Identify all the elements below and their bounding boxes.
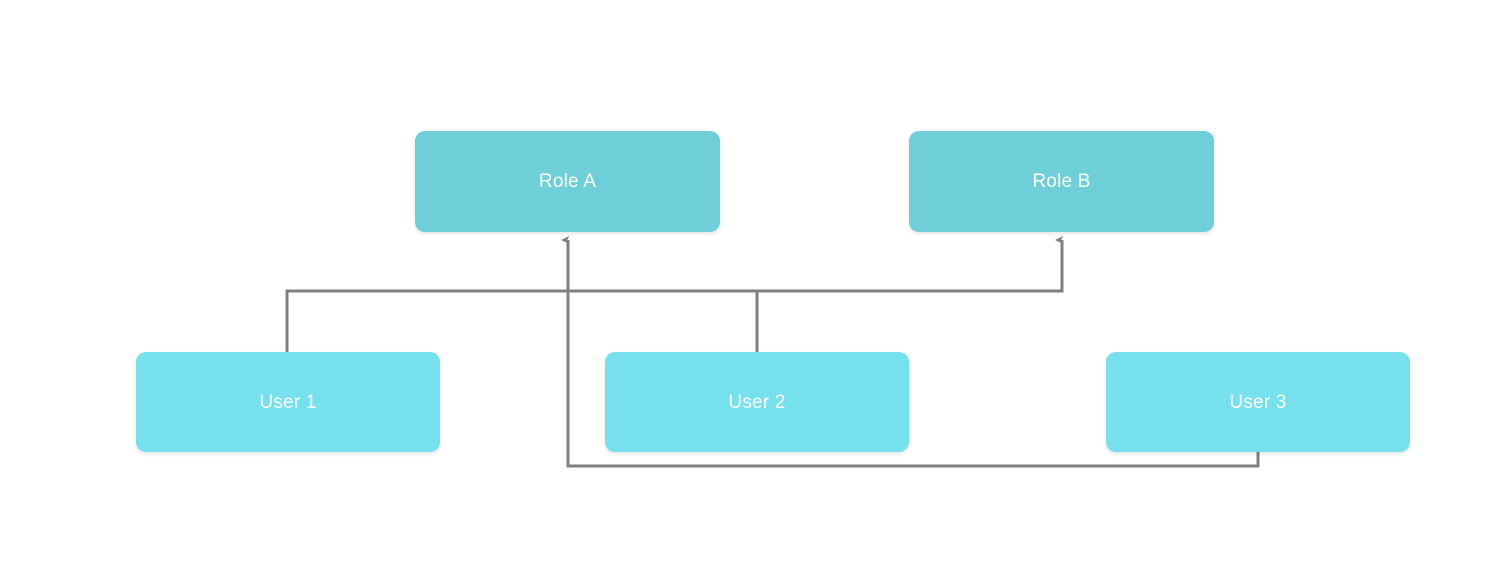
node-user-2-label: User 2	[728, 391, 786, 413]
edge-user1-to-role-b	[287, 235, 1064, 293]
node-role-b-label: Role B	[1032, 171, 1091, 192]
node-user-1[interactable]: User 1	[136, 352, 440, 452]
node-user-3-label: User 3	[1229, 391, 1287, 413]
edge-user1-to-role-a	[285, 289, 568, 352]
node-user-2[interactable]: User 2	[605, 352, 909, 452]
node-role-a-label: Role A	[538, 171, 597, 192]
edge-user3-to-role-a	[560, 235, 1260, 468]
node-role-a[interactable]: Role A	[415, 131, 720, 232]
node-user-1-label: User 1	[259, 391, 317, 413]
node-role-b[interactable]: Role B	[909, 131, 1214, 232]
node-user-3[interactable]: User 3	[1106, 352, 1410, 452]
